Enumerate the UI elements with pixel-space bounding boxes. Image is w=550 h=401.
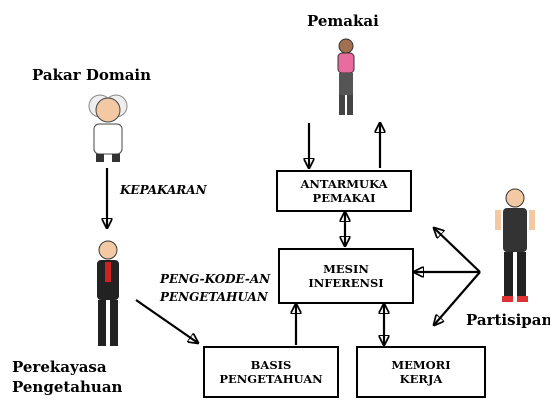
domain-expert-label: Pakar Domain: [32, 66, 152, 84]
arrow-participant-memory: [434, 271, 481, 325]
participant-label: Partisipan: [466, 311, 550, 329]
working-memory-line1: MEMORI: [391, 357, 451, 372]
expertise-edge-label: KEPAKARAN: [120, 183, 207, 197]
participant-figure: [495, 188, 535, 302]
user-interface-line1: ANTARMUKA: [300, 176, 388, 191]
domain-expert-figure: [88, 94, 128, 162]
knowledge-engineer-label-line1: Perekayasa: [12, 358, 107, 376]
knowledge-base-line2: PENGETAHUAN: [219, 372, 323, 386]
knowledge-base-line1: BASIS: [250, 357, 292, 372]
arrow-participant-interface: [434, 228, 481, 273]
working-memory-line2: KERJA: [399, 372, 443, 386]
knowledge-engineer-label-line2: Pengetahuan: [12, 378, 123, 396]
user-label: Pemakai: [307, 12, 379, 30]
inference-engine-line1: MESIN: [323, 261, 369, 276]
inference-engine-line2: INFERENSI: [308, 276, 384, 290]
arrow-encoding: [135, 299, 198, 343]
user-figure: [337, 38, 355, 115]
user-interface-line2: PEMAKAI: [312, 191, 376, 205]
encoding-edge-label-line1: PENG-KODE-AN: [160, 272, 271, 286]
knowledge-engineer-figure: [97, 240, 119, 346]
encoding-edge-label-line2: PENGETAHUAN: [160, 290, 268, 304]
